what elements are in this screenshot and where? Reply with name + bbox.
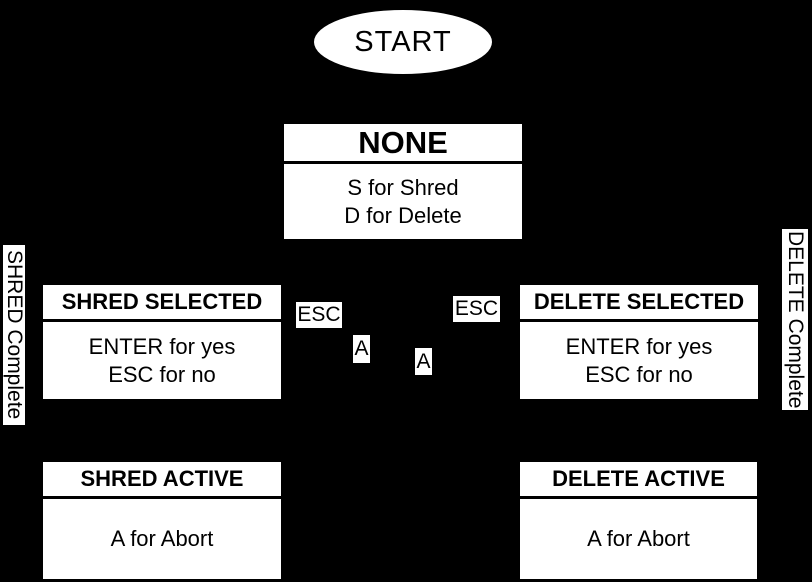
state-box-delete-active: DELETE ACTIVE A for Abort	[520, 462, 757, 579]
start-node-label: START	[354, 25, 452, 58]
state-body: A for Abort	[520, 499, 757, 579]
state-box-none: NONE S for Shred D for Delete	[284, 124, 522, 239]
edge-label-esc-left: ESC	[296, 302, 342, 328]
state-body-line: D for Delete	[344, 202, 462, 228]
state-body-line: A for Abort	[587, 526, 690, 551]
state-body: A for Abort	[43, 499, 281, 579]
state-body-line: ESC for no	[585, 361, 693, 387]
state-body: S for Shred D for Delete	[284, 164, 522, 239]
edge-label-esc-right: ESC	[453, 296, 500, 322]
state-body-line: S for Shred	[347, 174, 459, 200]
state-box-shred-selected: SHRED SELECTED ENTER for yes ESC for no	[43, 285, 281, 399]
side-label-delete-complete: DELETE Complete	[782, 229, 808, 410]
state-body-line: ENTER for yes	[565, 333, 713, 359]
edge-label-a-left: A	[353, 335, 370, 363]
compartment-divider	[520, 496, 757, 499]
compartment-divider	[43, 319, 281, 322]
state-body-line: A for Abort	[110, 526, 214, 551]
state-box-shred-active: SHRED ACTIVE A for Abort	[43, 462, 281, 579]
edge-label-a-right: A	[415, 348, 432, 375]
start-node: START	[314, 10, 492, 74]
state-title: DELETE SELECTED	[533, 289, 745, 314]
state-body-line: ESC for no	[108, 361, 216, 387]
state-title: DELETE ACTIVE	[552, 466, 725, 491]
state-title: NONE	[358, 124, 448, 160]
compartment-divider	[520, 319, 758, 322]
state-body: ENTER for yes ESC for no	[520, 322, 758, 399]
compartment-divider	[43, 496, 281, 499]
compartment-divider	[284, 161, 522, 164]
state-title: SHRED ACTIVE	[80, 466, 244, 491]
state-body-line: ENTER for yes	[88, 333, 236, 359]
state-box-delete-selected: DELETE SELECTED ENTER for yes ESC for no	[520, 285, 758, 399]
state-title: SHRED SELECTED	[61, 289, 263, 314]
state-body: ENTER for yes ESC for no	[43, 322, 281, 399]
side-label-shred-complete: SHRED Complete	[3, 245, 26, 425]
